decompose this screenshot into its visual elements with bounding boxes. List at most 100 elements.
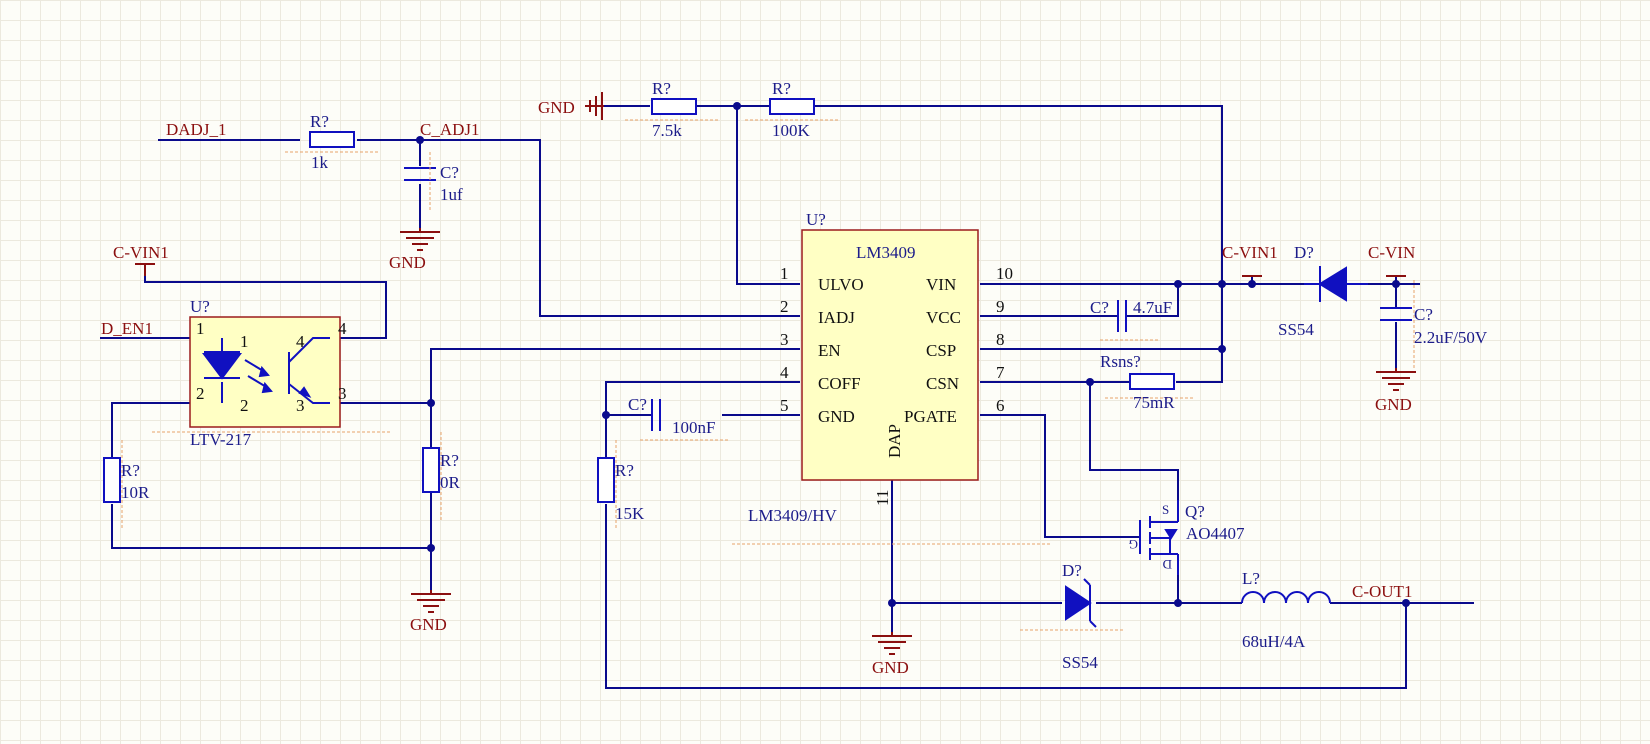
ic-lm3409[interactable]: U? LM3409 LM3409/HV 1 ULVO 2 IADJ 3 EN 4… (732, 210, 1050, 545)
svg-text:Rsns?: Rsns? (1100, 352, 1141, 371)
svg-text:LM3409/HV: LM3409/HV (748, 506, 838, 525)
svg-text:4: 4 (296, 332, 305, 351)
svg-text:S: S (1162, 502, 1169, 517)
svg-text:GND: GND (538, 98, 575, 117)
wire-vcc[interactable] (980, 284, 1179, 317)
wire-ulvo[interactable] (736, 106, 800, 285)
diode-freewheel[interactable]: D? SS54 (1020, 561, 1124, 672)
svg-text:1: 1 (780, 264, 789, 283)
wire-coff[interactable] (605, 381, 1407, 689)
gnd-symbol-right: GND (1375, 368, 1416, 414)
svg-text:LM3409: LM3409 (856, 243, 916, 262)
svg-text:R?: R? (615, 461, 634, 480)
svg-text:10: 10 (996, 264, 1013, 283)
svg-text:C?: C? (1090, 298, 1109, 317)
svg-text:U?: U? (806, 210, 826, 229)
resistor-sense[interactable]: Rsns? 75mR (1100, 352, 1195, 412)
svg-text:L?: L? (1242, 569, 1260, 588)
svg-text:PGATE: PGATE (904, 407, 957, 426)
svg-text:1: 1 (240, 332, 249, 351)
svg-text:SS54: SS54 (1062, 653, 1098, 672)
svg-text:LTV-217: LTV-217 (190, 430, 252, 449)
svg-text:D: D (1163, 557, 1172, 572)
capacitor-100nf[interactable]: C? 100nF (628, 395, 730, 441)
svg-text:15K: 15K (615, 504, 645, 523)
svg-text:AO4407: AO4407 (1186, 524, 1245, 543)
gnd-symbol-top: GND (538, 92, 604, 120)
net-label-c-adj: C_ADJ1 (420, 120, 480, 139)
svg-text:3: 3 (338, 384, 347, 403)
svg-text:CSN: CSN (926, 374, 959, 393)
svg-text:7: 7 (996, 363, 1005, 382)
capacitor-input[interactable]: C? 2.2uF/50V (1380, 280, 1488, 370)
svg-text:Q?: Q? (1185, 502, 1205, 521)
svg-text:4: 4 (338, 319, 347, 338)
svg-text:GND: GND (1375, 395, 1412, 414)
net-label-c-vin: C-VIN (1368, 243, 1415, 262)
svg-text:GND: GND (389, 253, 426, 272)
svg-text:R?: R? (310, 112, 329, 131)
capacitor-1uf[interactable]: C? 1uf (404, 152, 463, 210)
svg-text:C?: C? (628, 395, 647, 414)
svg-text:75mR: 75mR (1133, 393, 1175, 412)
resistor-15k[interactable]: R? 15K (597, 440, 645, 528)
svg-text:4: 4 (780, 363, 789, 382)
svg-text:GND: GND (410, 615, 447, 634)
svg-text:8: 8 (996, 330, 1005, 349)
net-label-c-out: C-OUT1 (1352, 582, 1412, 601)
wire-csn[interactable] (980, 349, 1223, 383)
wire-csn-drop[interactable] (1089, 382, 1179, 500)
resistor-10r[interactable]: R? 10R (103, 440, 150, 528)
svg-text:1k: 1k (311, 153, 329, 172)
svg-text:7.5k: 7.5k (652, 121, 682, 140)
mosfet-ao4407[interactable]: S G D Q? AO4407 (1129, 500, 1245, 575)
svg-text:R?: R? (440, 451, 459, 470)
resistor-0r[interactable]: R? 0R (422, 432, 461, 520)
resistor-100k[interactable]: R? 100K (745, 79, 838, 140)
svg-text:9: 9 (996, 297, 1005, 316)
svg-text:D?: D? (1062, 561, 1082, 580)
svg-text:VCC: VCC (926, 308, 961, 327)
svg-text:C?: C? (1414, 305, 1433, 324)
svg-text:R?: R? (772, 79, 791, 98)
svg-text:D?: D? (1294, 243, 1314, 262)
optocoupler-ltv217[interactable]: U? LTV-217 1 2 4 3 1 2 4 3 (152, 297, 390, 449)
gnd-symbol-0r: GND (410, 590, 451, 634)
resistor-1k[interactable]: R? 1k (285, 112, 378, 172)
svg-text:100nF: 100nF (672, 418, 715, 437)
wire-pgate[interactable] (980, 414, 1140, 538)
svg-text:3: 3 (296, 396, 305, 415)
wire-opto-2[interactable] (111, 402, 431, 549)
svg-text:1uf: 1uf (440, 185, 463, 204)
gnd-symbol-ic: GND (872, 632, 912, 677)
svg-text:SS54: SS54 (1278, 320, 1314, 339)
junctions (416, 102, 1410, 607)
svg-text:DAP: DAP (885, 424, 904, 458)
svg-text:2: 2 (240, 396, 249, 415)
diode-input[interactable]: D? SS54 (1278, 243, 1368, 339)
svg-text:C?: C? (440, 163, 459, 182)
capacitor-4u7[interactable]: C? 4.7uF (1090, 298, 1172, 341)
svg-text:100K: 100K (772, 121, 811, 140)
wire-opto-4[interactable] (144, 276, 387, 339)
svg-text:COFF: COFF (818, 374, 861, 393)
svg-text:EN: EN (818, 341, 841, 360)
inductor[interactable]: L? 68uH/4A (1241, 569, 1331, 651)
svg-text:11: 11 (873, 490, 892, 506)
svg-text:CSP: CSP (926, 341, 956, 360)
resistor-7k5[interactable]: R? 7.5k (625, 79, 718, 140)
svg-text:2.2uF/50V: 2.2uF/50V (1414, 328, 1488, 347)
svg-text:1: 1 (196, 319, 205, 338)
svg-text:IADJ: IADJ (818, 308, 855, 327)
svg-text:VIN: VIN (926, 275, 956, 294)
c-vin1-left-port (135, 263, 155, 276)
wire-dadj[interactable] (158, 139, 800, 317)
gnd-symbol-cap: GND (389, 228, 440, 272)
svg-text:6: 6 (996, 396, 1005, 415)
svg-text:68uH/4A: 68uH/4A (1242, 632, 1306, 651)
svg-text:ULVO: ULVO (818, 275, 864, 294)
svg-text:4.7uF: 4.7uF (1133, 298, 1172, 317)
svg-text:R?: R? (652, 79, 671, 98)
